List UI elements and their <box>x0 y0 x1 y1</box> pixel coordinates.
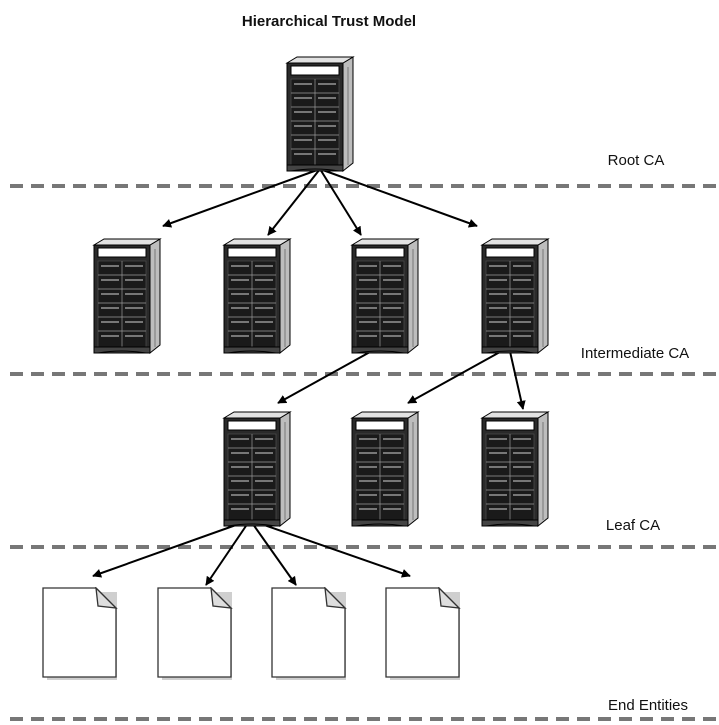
arrow-root-to-int-1 <box>162 168 321 228</box>
arrow-int4-to-leaf-3 <box>508 346 526 410</box>
leaf-ca-label: Leaf CA <box>606 517 660 534</box>
arrow-root-to-int-2 <box>267 168 321 236</box>
arrow-int4-to-leaf-2 <box>407 346 510 404</box>
arrow-root-to-int-3 <box>319 168 362 236</box>
end-entity-document-icon-2 <box>157 587 233 681</box>
intermediate-ca-label: Intermediate CA <box>581 345 689 362</box>
leaf-ca-server-icon-2 <box>351 411 419 527</box>
arrow-int3-to-leaf-1 <box>277 346 380 404</box>
end-entity-document-icon-4 <box>385 587 461 681</box>
trust-arrows <box>92 168 526 586</box>
arrow-leaf-to-end-1 <box>92 519 251 578</box>
diagram-title: Hierarchical Trust Model <box>242 13 416 30</box>
end-entity-document-icon-3 <box>271 587 347 681</box>
arrow-leaf-to-end-2 <box>205 519 251 586</box>
root-ca-label: Root CA <box>608 152 665 169</box>
root-ca-server-icon <box>286 56 354 172</box>
intermediate-ca-server-icon-3 <box>351 238 419 354</box>
intermediate-ca-server-icon-2 <box>223 238 291 354</box>
arrow-leaf-to-end-3 <box>249 519 297 586</box>
arrow-leaf-to-end-4 <box>249 519 411 578</box>
leaf-ca-server-icon-1 <box>223 411 291 527</box>
intermediate-ca-server-icon-4 <box>481 238 549 354</box>
end-entity-document-icon-1 <box>42 587 118 681</box>
intermediate-ca-server-icon-1 <box>93 238 161 354</box>
arrow-root-to-int-4 <box>319 168 478 228</box>
leaf-ca-server-icon-3 <box>481 411 549 527</box>
end-entities-label: End Entities <box>608 697 688 714</box>
